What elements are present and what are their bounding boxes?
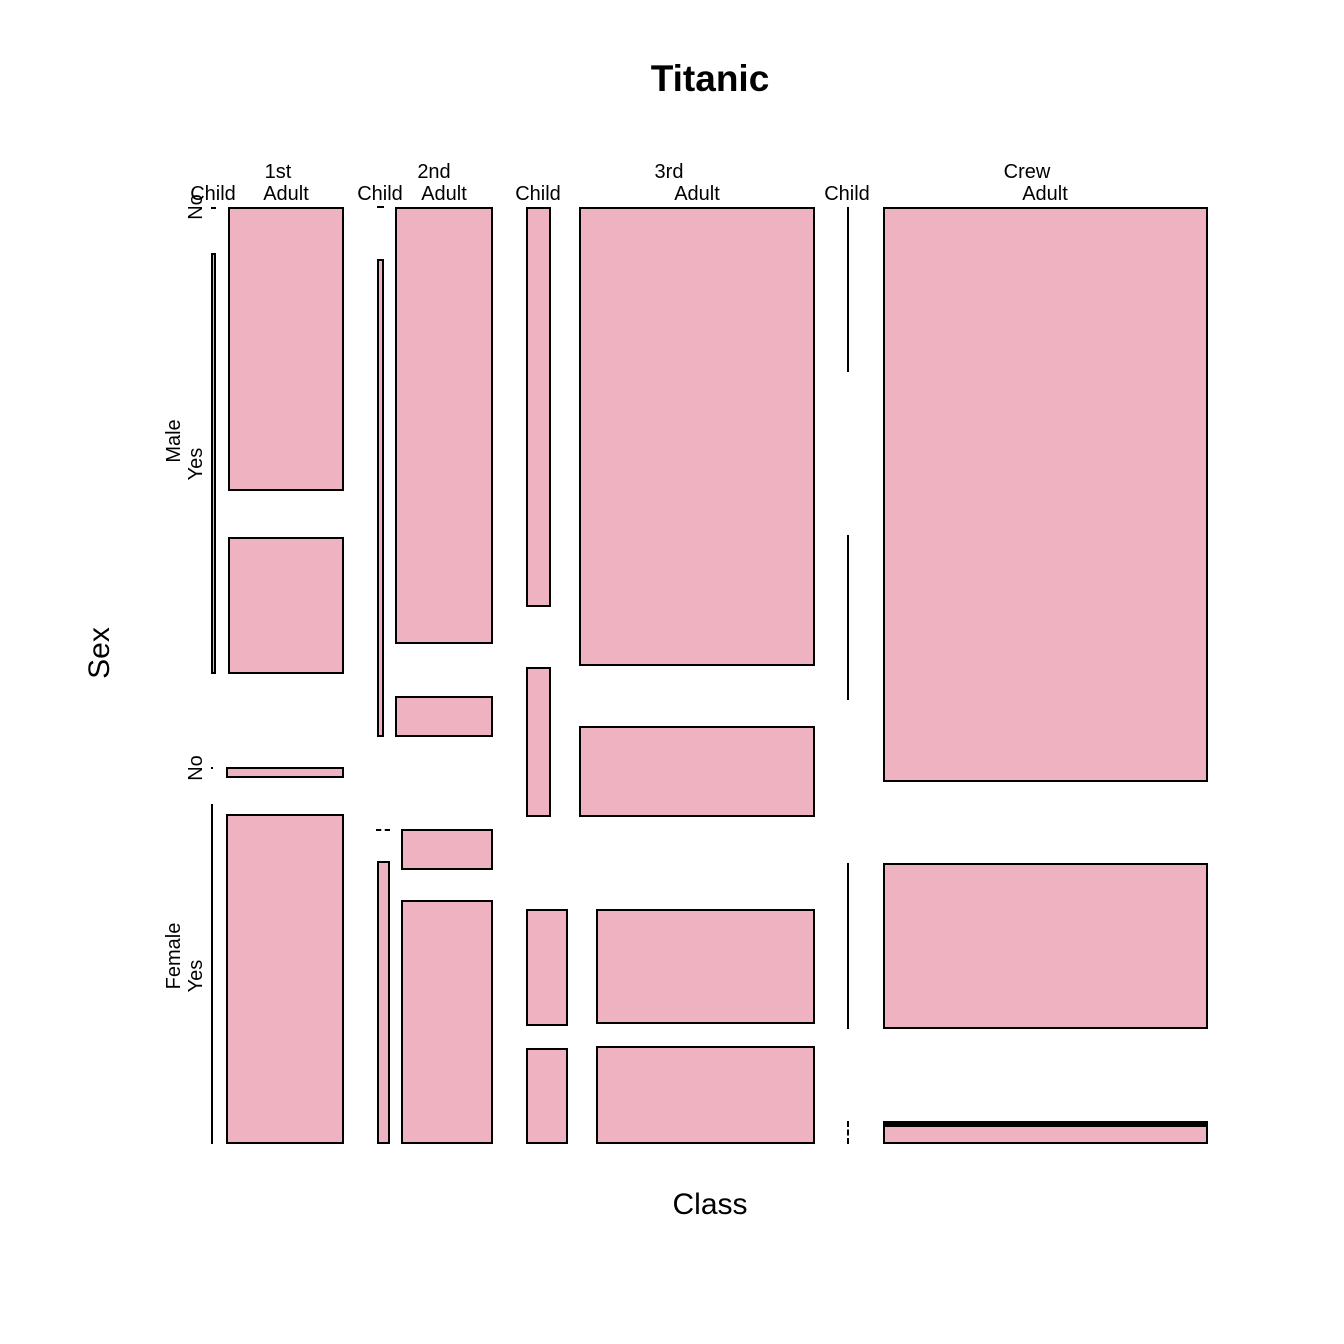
age-label-2nd-child: Child: [357, 183, 403, 205]
class-label-crew: Crew: [1003, 161, 1051, 183]
age-label-1st-child: Child: [190, 183, 236, 205]
mosaic-cell: [401, 900, 493, 1144]
mosaic-cell: [228, 207, 344, 491]
age-label-crew-adult: Adult: [1022, 183, 1068, 205]
zero-marker: [377, 206, 384, 208]
mosaic-cell: [596, 909, 815, 1024]
mosaic-cell: [401, 829, 493, 870]
zero-width-cell-line: [847, 207, 849, 372]
zero-marker: [847, 1121, 849, 1144]
mosaic-cell: [883, 863, 1208, 1029]
age-label-1st-adult: Adult: [263, 183, 309, 205]
sex-label-male: Male: [163, 419, 185, 463]
mosaic-cell: [596, 1046, 815, 1144]
survived-label-female-yes: Yes: [185, 959, 207, 993]
class-label-2nd: 2nd: [417, 161, 451, 183]
chart-title: Titanic: [650, 58, 770, 99]
mosaic-cell: [377, 861, 390, 1144]
mosaic-cell: [228, 537, 344, 674]
mosaic-cell: [526, 667, 551, 817]
survived-label-male-yes: Yes: [185, 447, 207, 481]
zero-width-cell-line: [847, 863, 849, 1029]
mosaic-cell: [883, 1125, 1208, 1144]
x-axis-label: Class: [672, 1188, 748, 1221]
mosaic-cell: [377, 259, 384, 737]
mosaic-cell: [211, 253, 216, 674]
mosaic-cell: [526, 207, 551, 607]
survived-label-female-no: No: [185, 755, 207, 781]
age-label-2nd-adult: Adult: [421, 183, 467, 205]
class-label-3rd: 3rd: [654, 161, 684, 183]
class-label-1st: 1st: [264, 161, 292, 183]
mosaic-cell: [395, 207, 493, 644]
mosaic-cell: [226, 767, 344, 778]
age-label-crew-child: Child: [824, 183, 870, 205]
mosaic-cell: [395, 696, 493, 737]
zero-marker: [376, 829, 390, 831]
mosaic-cell: [883, 1121, 1208, 1125]
mosaic-cell: [226, 814, 344, 1144]
sex-label-female: Female: [163, 922, 185, 990]
mosaic-cell: [579, 726, 815, 817]
zero-marker: [211, 207, 216, 209]
mosaic-cell: [883, 207, 1208, 782]
zero-marker: [211, 767, 213, 769]
age-label-3rd-child: Child: [515, 183, 561, 205]
mosaic-cell: [526, 909, 568, 1026]
mosaic-cell: [526, 1048, 568, 1144]
zero-width-cell-line: [847, 535, 849, 700]
age-label-3rd-adult: Adult: [674, 183, 720, 205]
survived-label-male-no: No: [185, 194, 207, 220]
mosaic-cell: [579, 207, 815, 666]
zero-width-cell-line: [211, 804, 213, 1144]
y-axis-label: Sex: [83, 627, 116, 679]
